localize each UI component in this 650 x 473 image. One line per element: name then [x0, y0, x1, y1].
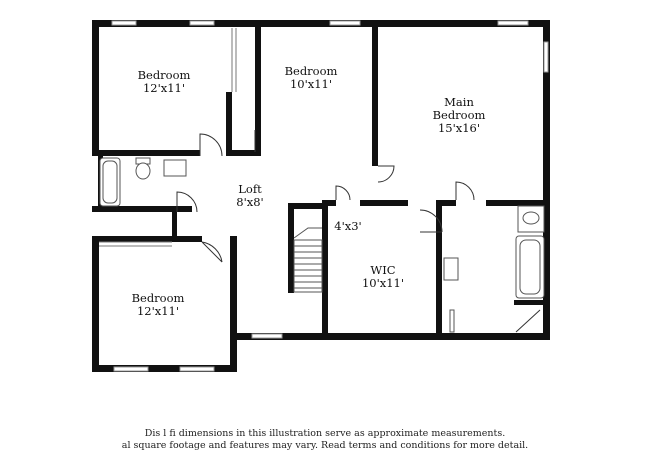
stairs: [293, 227, 323, 293]
bedroom-nw-dims: 12'x11': [143, 81, 185, 95]
main-bedroom-name-line2: Bedroom: [433, 108, 486, 122]
disclaimer-line-2: al square footage and features may vary.…: [121, 440, 529, 451]
room-labels: Bedroom 12'x11' Bedroom 10'x11' Main Bed…: [132, 64, 486, 318]
bath-fixtures: [99, 157, 545, 333]
door-swings: [176, 130, 541, 333]
main-bedroom-name-line1: Main: [444, 95, 474, 109]
windows: [111, 20, 549, 372]
wic-name: WIC: [370, 263, 395, 277]
disclaimer-line-1: Dis l fi dimensions in this illustration…: [144, 428, 506, 439]
main-bedroom-dims: 15'x16': [438, 121, 480, 135]
loft-name: Loft: [238, 182, 262, 196]
bedroom-sw-name: Bedroom: [132, 291, 185, 305]
closet-dims: 4'x3': [334, 219, 361, 233]
bedroom-n-name: Bedroom: [285, 64, 338, 78]
exterior-walls: [92, 20, 550, 372]
bedroom-nw-name: Bedroom: [138, 68, 191, 82]
loft-dims: 8'x8': [236, 195, 263, 209]
bedroom-n-dims: 10'x11': [290, 77, 332, 91]
closet-lines: [99, 28, 237, 247]
wic-dims: 10'x11': [362, 276, 404, 290]
bedroom-sw-dims: 12'x11': [137, 304, 179, 318]
